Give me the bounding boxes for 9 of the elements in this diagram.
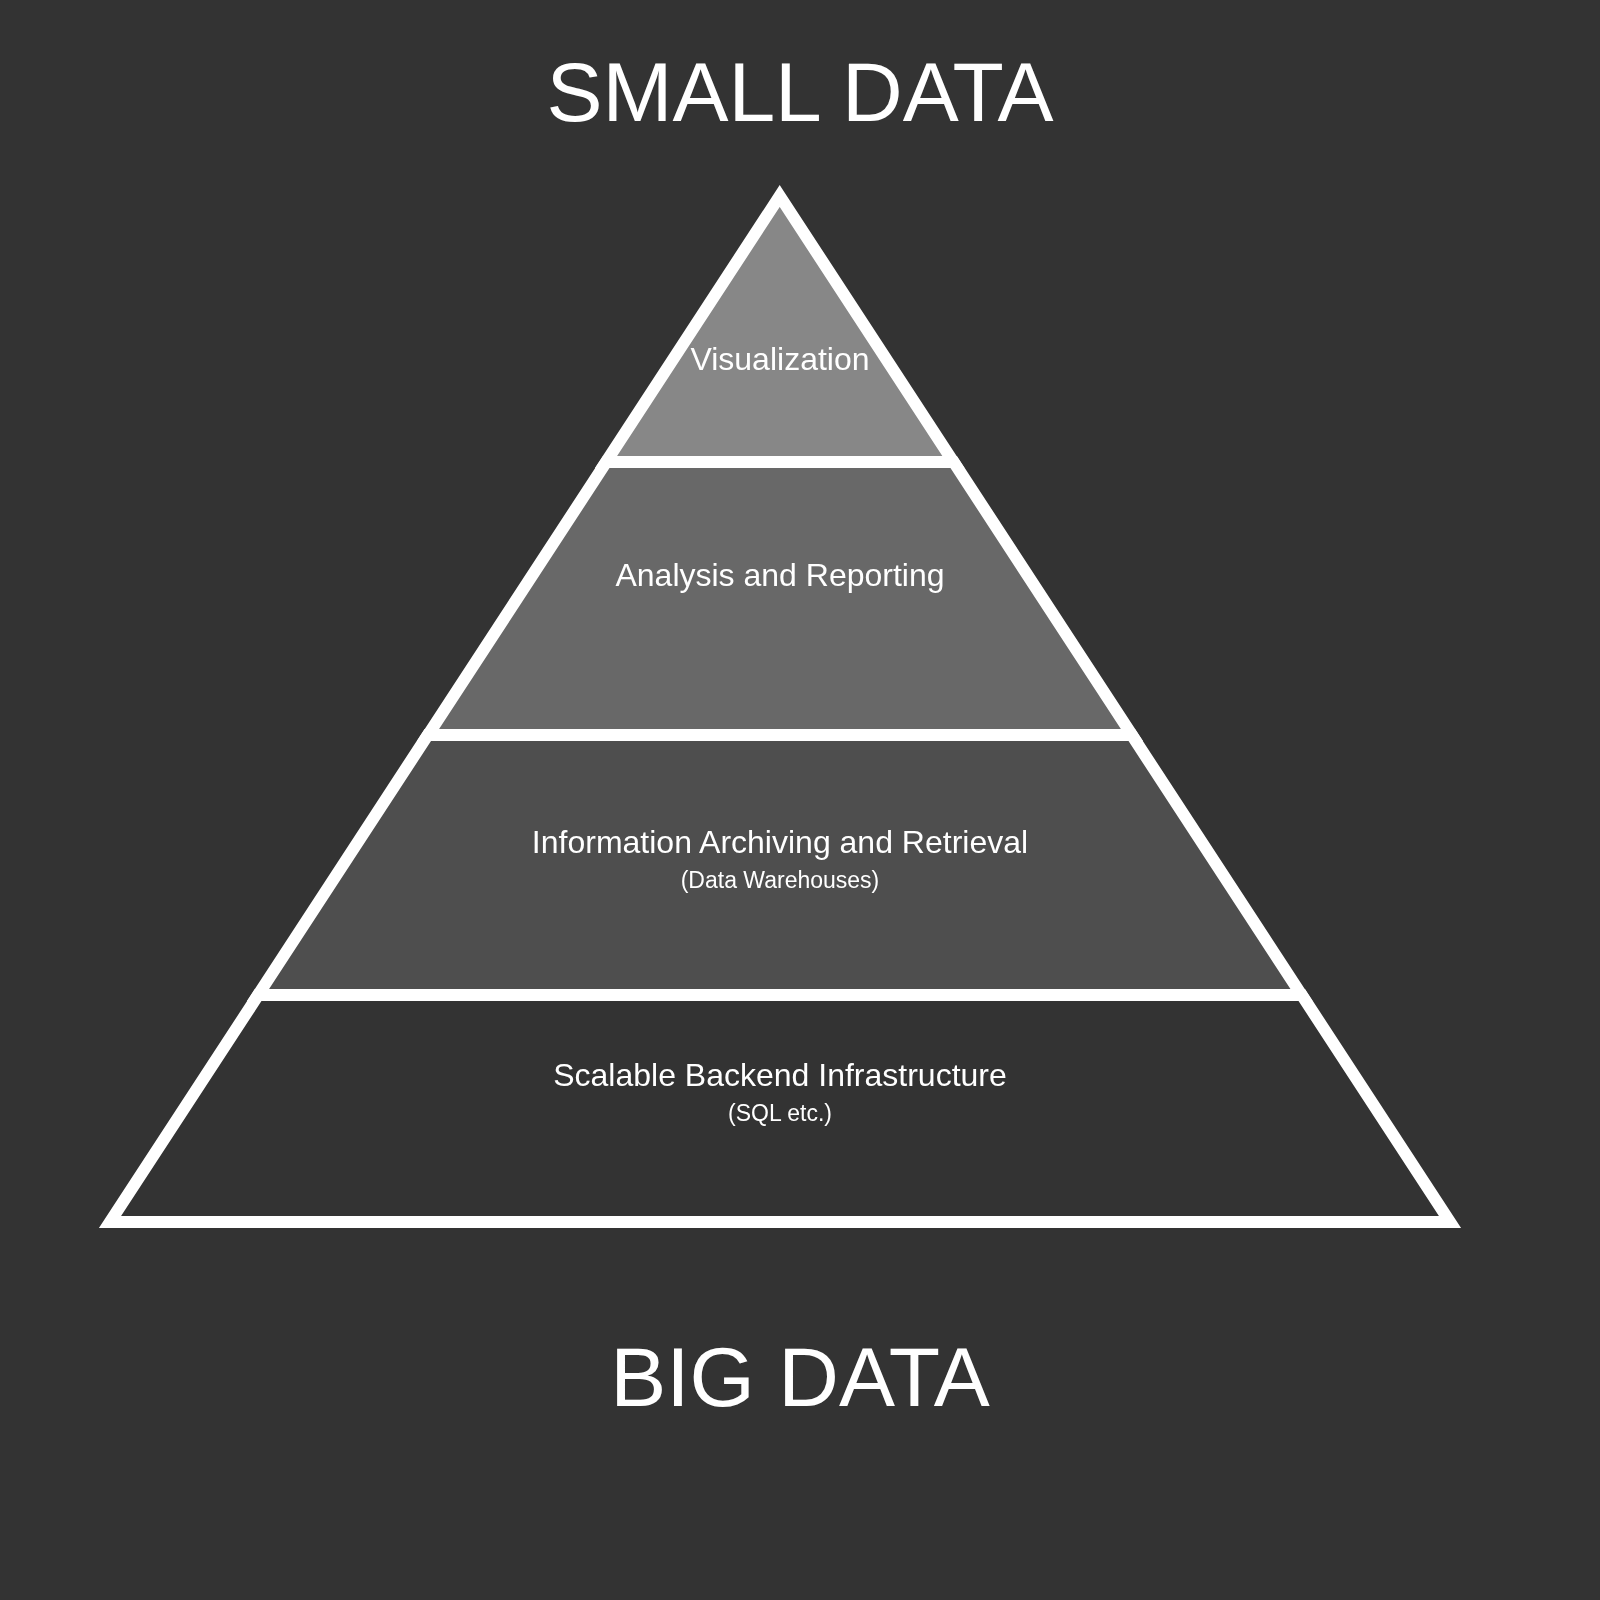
tier-label: Analysis and Reporting	[614, 556, 946, 594]
pyramid-tier	[102, 987, 1458, 1230]
bottom-heading: BIG DATA	[609, 1335, 991, 1419]
top-heading: SMALL DATA	[545, 50, 1055, 134]
tier-examples: (Data Warehouses)	[679, 867, 881, 895]
tier-examples: (SQL etc.)	[727, 1099, 833, 1127]
tier-label: Visualization	[689, 340, 871, 378]
tier-label: Scalable Backend Infrastructure	[552, 1056, 1008, 1094]
tier-label: Information Archiving and Retrieval	[530, 824, 1030, 862]
